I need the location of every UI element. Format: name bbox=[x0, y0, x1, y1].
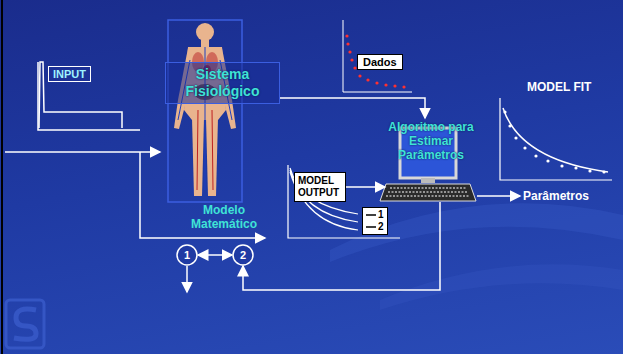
border-line bbox=[1, 0, 3, 354]
legend-sample bbox=[366, 211, 376, 219]
node-text: MODEL OUTPUT bbox=[298, 175, 342, 199]
model-label: Modelo Matemático bbox=[178, 202, 270, 232]
legend-box: 12 bbox=[362, 207, 388, 235]
data-points bbox=[343, 20, 412, 92]
node-text: Modelo Matemático bbox=[180, 203, 268, 231]
swoosh bbox=[380, 264, 623, 310]
connector-arrow bbox=[280, 98, 425, 118]
node-text: Algoritmo para Estimar Parâmetros bbox=[387, 120, 475, 162]
connector-arrow bbox=[346, 186, 385, 188]
model-output-box: MODEL OUTPUT bbox=[294, 172, 346, 202]
input-graph bbox=[38, 62, 140, 130]
node-text: 1 bbox=[176, 244, 198, 266]
circle-shape bbox=[233, 245, 253, 265]
legend-sample bbox=[366, 223, 376, 231]
graph-label: MODEL FIT bbox=[527, 80, 591, 94]
legend-text: 1 bbox=[378, 209, 384, 221]
connector-arrow bbox=[243, 202, 440, 290]
compartment-circle: 1 bbox=[176, 244, 198, 266]
compartment-circle: 2 bbox=[232, 244, 254, 266]
fit-graph bbox=[500, 98, 612, 180]
node-text: INPUT bbox=[53, 68, 86, 80]
swoosh bbox=[330, 203, 623, 262]
node-text: Sistema Fisiológico bbox=[170, 66, 275, 100]
connector-arrow bbox=[477, 195, 520, 197]
connector-arrow bbox=[198, 254, 232, 256]
node-text: Dados bbox=[363, 56, 397, 68]
legend-row: 1 bbox=[366, 209, 384, 221]
data-box: Dados bbox=[357, 54, 403, 70]
algorithm-block: Algoritmo para Estimar Parâmetros bbox=[385, 118, 477, 202]
node-text: 2 bbox=[232, 244, 254, 266]
logo bbox=[6, 300, 44, 348]
legend-row: 2 bbox=[366, 221, 384, 233]
parameters-label: Parâmetros bbox=[520, 188, 592, 204]
circle-shape bbox=[177, 245, 197, 265]
human-figure bbox=[168, 20, 242, 202]
legend-text: 2 bbox=[378, 221, 384, 233]
model-curves bbox=[288, 165, 400, 238]
input-box: INPUT bbox=[48, 66, 91, 82]
system-box: Sistema Fisiológico bbox=[165, 62, 280, 104]
node-text: Parâmetros bbox=[523, 189, 589, 203]
